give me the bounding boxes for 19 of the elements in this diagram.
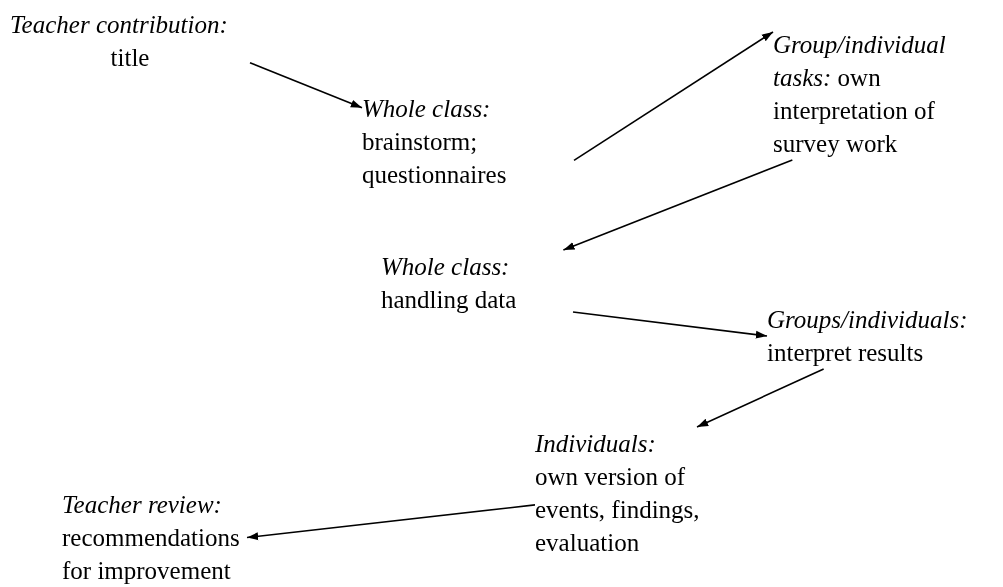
step-description: recommendations for improvement [62, 523, 241, 586]
step-description: Group/individual tasks: own interpretation of survey work [773, 30, 947, 159]
step-heading: Teacher contribution: [10, 10, 229, 40]
step-heading: Whole class: [362, 94, 492, 124]
step-heading: Individuals: [535, 429, 657, 459]
step-description: interpret results [767, 338, 925, 368]
step-description: brainstorm; questionnaires [362, 127, 508, 190]
step-description: own version of events, findings, evaluation [535, 462, 701, 558]
arrow [573, 31, 774, 162]
step-description: title [109, 43, 151, 73]
step-heading: Whole class: [381, 252, 511, 282]
arrow [562, 159, 794, 251]
arrow [572, 311, 768, 339]
step-heading: Groups/individuals: [767, 305, 969, 335]
arrow [246, 504, 536, 541]
step-description: handling data [381, 285, 518, 315]
step-heading: Teacher review: [62, 490, 223, 520]
arrow [249, 62, 363, 109]
arrow [696, 368, 825, 428]
